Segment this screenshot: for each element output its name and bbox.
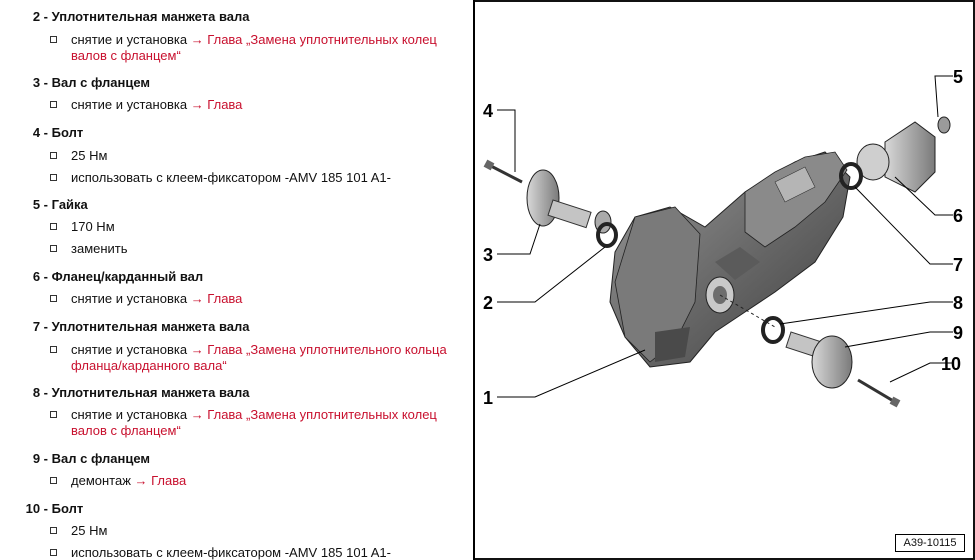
item-title: 5 - Гайка (32, 197, 88, 212)
item-title: 10 - Болт (25, 501, 84, 516)
callout-3: 3 (483, 245, 493, 265)
bullet-icon (50, 411, 57, 418)
propshaft-flange-6 (856, 121, 936, 193)
bullet-icon (50, 549, 57, 556)
bullet-icon (50, 245, 57, 252)
seal-8 (761, 316, 785, 344)
callout-4: 4 (483, 101, 493, 121)
bullet-icon (50, 223, 57, 230)
item-title: 2 - Уплотнительная манжета вала (32, 9, 250, 24)
bullet-icon (50, 152, 57, 159)
flange-shaft-3 (526, 169, 612, 234)
chapter-link-continued[interactable]: фланца/карданного вала“ (71, 358, 227, 373)
callout-9: 9 (953, 323, 963, 343)
seal-7 (839, 162, 863, 190)
callout-8: 8 (953, 293, 963, 313)
item-title: 8 - Уплотнительная манжета вала (32, 385, 250, 400)
chapter-link[interactable]: → Глава (190, 291, 243, 306)
chapter-link[interactable]: → Глава „Замена уплотнительных колец (190, 407, 437, 422)
exploded-view-figure: 1 2 3 4 5 6 7 8 9 10 A39-10115 (475, 0, 975, 560)
callout-1: 1 (483, 388, 493, 408)
bullet-icon (50, 36, 57, 43)
transfer-case-housing (609, 151, 851, 368)
bullet-icon (50, 174, 57, 181)
transfer-case-illustration: 1 2 3 4 5 6 7 8 9 10 (483, 67, 963, 408)
bullet-icon (50, 346, 57, 353)
chapter-link-continued[interactable]: валов с фланцем“ (71, 48, 181, 63)
callout-6: 6 (953, 206, 963, 226)
item-title: 3 - Вал с фланцем (32, 75, 151, 90)
callout-10: 10 (941, 354, 961, 374)
bullet-icon (50, 295, 57, 302)
nut-5 (937, 116, 951, 134)
bullet-icon (50, 101, 57, 108)
seal-2 (596, 222, 618, 248)
parts-list: 2 - Уплотнительная манжета вала снятие и… (0, 0, 473, 560)
bolt-10 (857, 378, 901, 408)
bullet-icon (50, 477, 57, 484)
figure-id-label: A39-10115 (895, 534, 965, 552)
chapter-link[interactable]: → Глава „Замена уплотнительных колец (190, 32, 437, 47)
item-title: 6 - Фланец/карданный вал (32, 269, 204, 284)
flange-shaft-9 (785, 331, 853, 389)
chapter-link[interactable]: → Глава „Замена уплотнительного кольца (190, 342, 447, 357)
item-title: 7 - Уплотнительная манжета вала (32, 319, 250, 334)
leader-lines (497, 75, 953, 398)
item-title: 9 - Вал с фланцем (32, 451, 151, 466)
assembly-axis (719, 294, 776, 328)
bolt-4 (483, 159, 523, 184)
pane-divider (473, 0, 475, 560)
bullet-icon (50, 527, 57, 534)
chapter-link-continued[interactable]: валов с фланцем“ (71, 423, 181, 438)
callout-2: 2 (483, 293, 493, 313)
item-title: 4 - Болт (32, 125, 84, 140)
chapter-link[interactable]: → Глава (134, 473, 187, 488)
chapter-link[interactable]: → Глава (190, 97, 243, 112)
callout-5: 5 (953, 67, 963, 87)
callout-7: 7 (953, 255, 963, 275)
